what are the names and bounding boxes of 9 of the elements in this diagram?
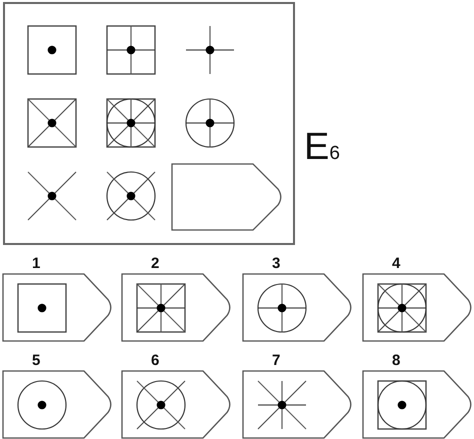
option-number: 6 <box>151 353 160 369</box>
option-number: 8 <box>392 353 400 369</box>
option-number: 7 <box>272 353 280 369</box>
option-number: 2 <box>151 256 160 272</box>
option-number: 5 <box>32 353 40 369</box>
option-number: 3 <box>272 256 280 272</box>
option-number: 1 <box>32 256 40 272</box>
option-number: 4 <box>392 256 400 272</box>
matrix-panel <box>3 2 295 245</box>
